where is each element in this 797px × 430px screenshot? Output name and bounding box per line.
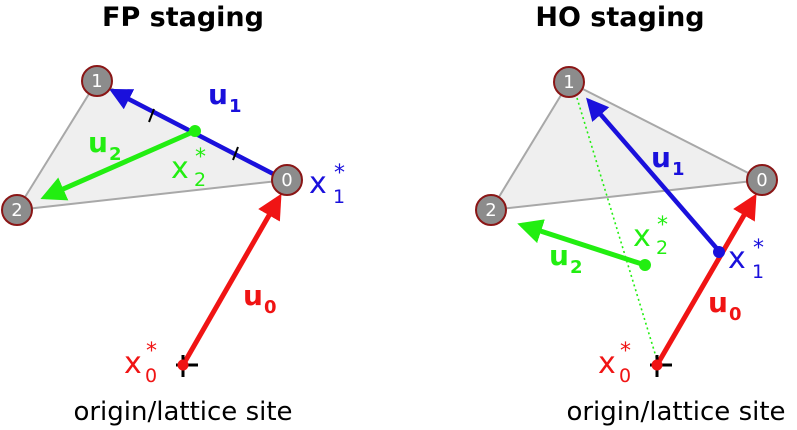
ho-node-2: 2	[475, 194, 507, 226]
ho-u0-arrow	[654, 193, 757, 367]
fp-u1-label: u1	[208, 78, 241, 117]
fp-x0-letter: x	[124, 346, 142, 381]
fp-x1-star: *	[334, 161, 345, 186]
ho-dotted-guide	[576, 97, 658, 361]
fp-panel: FP staging 0 1 2 u0	[1, 2, 345, 427]
ho-u0-sub: 0	[729, 304, 742, 325]
fp-u1-arrow	[109, 88, 287, 182]
ho-x1-point	[713, 246, 725, 258]
fp-u1-tick-b	[232, 146, 239, 161]
fp-x1-sub: 1	[333, 186, 345, 208]
fp-u2-letter: u	[88, 126, 108, 159]
ho-x0-star: *	[620, 339, 631, 364]
fp-x2-point	[189, 125, 201, 137]
svg-text:u0: u0	[708, 286, 741, 325]
ho-node-1: 1	[553, 66, 585, 98]
svg-text:u1: u1	[651, 141, 684, 180]
ho-x2-letter: x	[633, 219, 651, 254]
fp-u2-label: u2	[88, 126, 121, 165]
fp-u0-sub: 0	[264, 297, 277, 318]
ho-node-1-label: 1	[563, 72, 574, 93]
fp-u1-tick-a	[148, 108, 155, 123]
ho-u1-label: u1	[651, 141, 684, 180]
svg-text:u1: u1	[208, 78, 241, 117]
ho-u0-letter: u	[708, 286, 728, 319]
fp-u0-letter: u	[243, 279, 263, 312]
ho-title: HO staging	[535, 2, 704, 33]
fp-x1-label: x * 1	[309, 161, 345, 208]
fp-x2-sub: 2	[194, 169, 206, 191]
ho-x0-letter: x	[598, 346, 616, 381]
ho-x1-letter: x	[728, 241, 746, 276]
ho-u1-sub: 1	[672, 159, 685, 180]
fp-x2-letter: x	[171, 151, 189, 186]
fp-node-2-label: 2	[11, 200, 22, 221]
fp-u0-arrow	[180, 193, 282, 367]
fp-x1-letter: x	[309, 166, 327, 201]
ho-u2-sub: 2	[570, 257, 583, 278]
ho-panel: HO staging 0 1 2 u0	[475, 2, 786, 427]
fp-u2-arrow	[40, 128, 197, 201]
fp-node-1-label: 1	[91, 71, 102, 92]
fp-node-0-label: 0	[281, 170, 292, 191]
ho-x1-star: *	[753, 236, 764, 261]
fp-u1-letter: u	[208, 78, 228, 111]
fp-x0-star: *	[146, 339, 157, 364]
fp-x0-point	[177, 359, 189, 371]
fp-caption: origin/lattice site	[73, 397, 292, 427]
fp-u0-label: u0	[243, 279, 276, 318]
ho-node-0-label: 0	[756, 170, 767, 191]
ho-x0-label: x * 0	[598, 339, 631, 387]
ho-u1-arrow	[586, 97, 721, 253]
ho-x1-sub: 1	[752, 261, 764, 283]
svg-text:u2: u2	[549, 239, 582, 278]
ho-u1-letter: u	[651, 141, 671, 174]
fp-node-2: 2	[1, 194, 33, 226]
ho-u2-arrow	[517, 219, 646, 268]
ho-x2-sub: 2	[656, 237, 668, 259]
fp-u1-sub: 1	[229, 96, 242, 117]
ho-x2-star: *	[657, 213, 668, 238]
fp-node-1: 1	[81, 65, 113, 97]
svg-text:u0: u0	[243, 279, 276, 318]
fp-u2-sub: 2	[109, 144, 122, 165]
ho-node-2-label: 2	[485, 200, 496, 221]
ho-x2-point	[639, 259, 651, 271]
fp-node-0: 0	[271, 164, 303, 196]
ho-caption: origin/lattice site	[566, 397, 785, 427]
svg-text:u2: u2	[88, 126, 121, 165]
ho-u0-label: u0	[708, 286, 741, 325]
ho-u2-label: u2	[549, 239, 582, 278]
fp-title: FP staging	[102, 2, 264, 33]
ho-node-0: 0	[746, 164, 778, 196]
fp-x0-label: x * 0	[124, 339, 157, 387]
fp-x2-label: x * 2	[171, 145, 206, 191]
ho-x2-label: x * 2	[633, 213, 668, 259]
ho-x0-sub: 0	[619, 365, 631, 387]
ho-x1-label: x * 1	[728, 236, 764, 283]
ho-x0-point	[651, 359, 663, 371]
ho-u2-letter: u	[549, 239, 569, 272]
fp-x2-star: *	[195, 145, 206, 170]
fp-x0-sub: 0	[145, 365, 157, 387]
